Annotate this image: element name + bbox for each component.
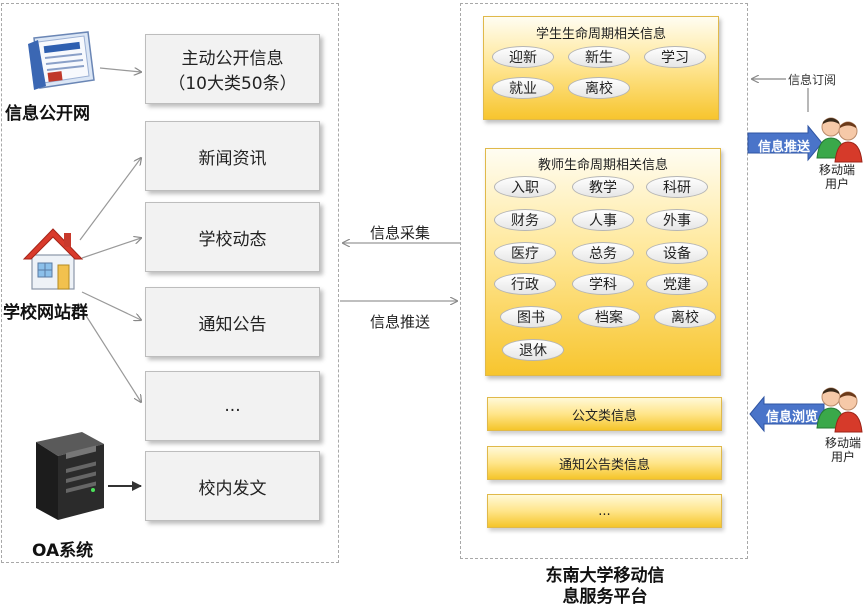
- teacher-tag: 财务: [494, 209, 556, 231]
- info-box-public: 主动公开信息 （10大类50条）: [145, 34, 320, 104]
- teacher-tag: 医疗: [494, 242, 556, 264]
- left-panel: [1, 3, 339, 563]
- oa-label: OA系统: [32, 541, 94, 561]
- student-tag: 新生: [568, 46, 630, 68]
- user1-label-line2: 用户: [824, 177, 849, 191]
- info-web-label: 信息公开网: [5, 104, 90, 124]
- teacher-tag: 图书: [500, 306, 562, 328]
- user1-label-line1: 移动端: [818, 163, 855, 177]
- info-box-documents: 校内发文: [145, 451, 320, 521]
- more-info-bar: ...: [487, 494, 722, 528]
- student-lifecycle-box: 学生生命周期相关信息 迎新 新生 学习 就业 离校: [483, 16, 719, 120]
- arrow-infoweb: [99, 68, 141, 72]
- server-icon: [36, 432, 104, 520]
- info-box-public-line2: （10大类50条）: [168, 74, 297, 94]
- teacher-tag: 离校: [654, 306, 716, 328]
- info-box-notice: 通知公告: [145, 287, 320, 357]
- teacher-tag: 科研: [646, 176, 708, 198]
- teacher-tag: 学科: [572, 273, 634, 295]
- browse-blue-arrow: [749, 395, 825, 433]
- push-badge-label: 信息推送: [758, 140, 811, 155]
- users-icon: [816, 117, 863, 163]
- house-icon: [22, 228, 84, 290]
- newspaper-icon: [28, 31, 95, 90]
- platform-panel: [460, 3, 748, 559]
- platform-title-line1: 东南大学移动信: [545, 566, 665, 586]
- student-tag: 学习: [644, 46, 706, 68]
- platform-title-line2: 息服务平台: [562, 587, 648, 607]
- subscribe-label: 信息订阅: [786, 71, 839, 88]
- collect-label: 信息采集: [370, 224, 431, 242]
- teacher-tag: 行政: [494, 273, 556, 295]
- arrow-site-notice: [81, 291, 141, 320]
- info-box-more: ...: [145, 371, 320, 441]
- teacher-tag: 人事: [572, 209, 634, 231]
- teacher-tag: 档案: [578, 306, 640, 328]
- student-tag: 离校: [568, 77, 630, 99]
- documents-info-bar: 公文类信息: [487, 397, 722, 431]
- student-tag: 就业: [492, 77, 554, 99]
- teacher-tag: 总务: [572, 242, 634, 264]
- teacher-tag: 设备: [646, 242, 708, 264]
- user2-label-line1: 移动端: [824, 436, 861, 450]
- user2-label: 移动端 用户: [818, 436, 865, 464]
- teacher-tag: 外事: [646, 209, 708, 231]
- notice-info-bar: 通知公告类信息: [487, 446, 722, 480]
- student-lifecycle-title: 学生生命周期相关信息: [535, 27, 666, 42]
- info-box-dynamic: 学校动态: [145, 202, 320, 272]
- push-label: 信息推送: [370, 313, 431, 331]
- info-box-news: 新闻资讯: [145, 121, 320, 191]
- teacher-tag: 入职: [494, 176, 556, 198]
- users-icon: [816, 387, 863, 433]
- browse-badge-label: 信息浏览: [766, 410, 819, 425]
- platform-title: 东南大学移动信 息服务平台: [520, 566, 690, 608]
- arrow-site-news: [79, 158, 141, 241]
- teacher-tag: 党建: [646, 273, 708, 295]
- user1-label: 移动端 用户: [812, 163, 862, 191]
- push-blue-arrow: [747, 124, 823, 162]
- teacher-lifecycle-title: 教师生命周期相关信息: [537, 158, 668, 173]
- arrow-site-more: [77, 302, 141, 402]
- teacher-tag: 教学: [572, 176, 634, 198]
- student-tag: 迎新: [492, 46, 554, 68]
- teacher-tag: 退休: [502, 339, 564, 361]
- arrow-site-dynamic: [81, 238, 141, 259]
- school-sites-label: 学校网站群: [3, 303, 88, 323]
- teacher-lifecycle-box: 教师生命周期相关信息 入职 教学 科研 财务 人事 外事 医疗 总务 设备 行政…: [485, 148, 721, 376]
- info-box-public-line1: 主动公开信息: [181, 49, 284, 69]
- user2-label-line2: 用户: [830, 450, 855, 464]
